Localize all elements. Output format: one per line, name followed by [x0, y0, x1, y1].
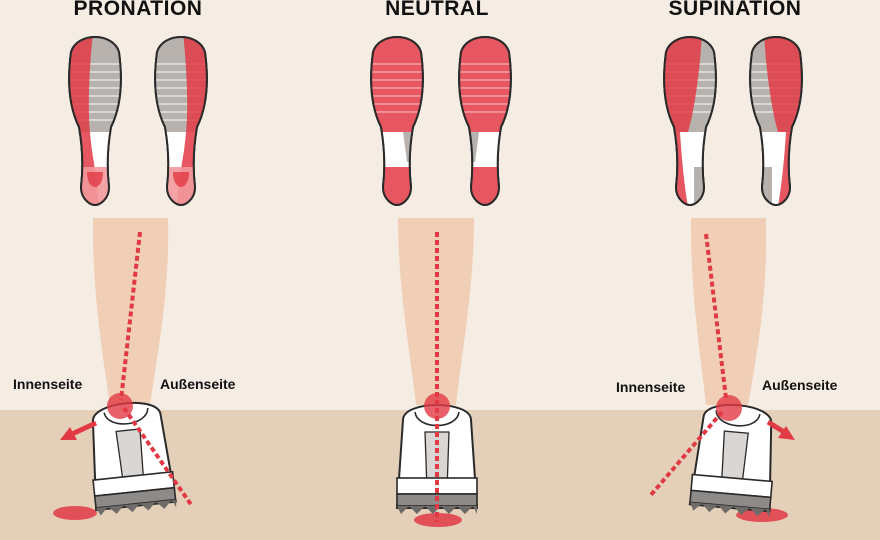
ankle-pressure-spot [107, 393, 133, 419]
label-inner-side-supination: Innenseite [616, 379, 686, 395]
panel-title-neutral: NEUTRAL [385, 0, 489, 20]
ankle-pressure-spot [424, 393, 450, 419]
shoe-rear-view [91, 401, 177, 516]
sole-print-right [154, 36, 208, 207]
heel-axis-line [122, 406, 194, 508]
arrow-inward [60, 420, 98, 440]
leg-axis-line [704, 233, 728, 399]
ground-pressure-spot [53, 506, 97, 520]
heel-axis-line [648, 410, 724, 498]
panel-title-supination: SUPINATION [668, 0, 802, 20]
sole-print-left [663, 36, 717, 207]
ground-pressure-spot [736, 508, 788, 522]
leg [690, 218, 767, 405]
arrow-outward [766, 419, 795, 440]
label-outer-side-supination: Außenseite [762, 377, 838, 393]
label-outer-side-pronation: Außenseite [160, 376, 236, 392]
sole-print-right [458, 36, 512, 207]
sole-print-right [749, 36, 803, 207]
ankle-pressure-spot [716, 395, 742, 421]
label-inner-side-pronation: Innenseite [13, 376, 83, 392]
leg [398, 218, 474, 405]
shoe-rear-view [688, 403, 774, 518]
sole-print-left [68, 36, 122, 207]
sole-print-left [370, 36, 424, 207]
leg-axis-line [119, 231, 142, 401]
panel-title-pronation: PRONATION [73, 0, 203, 20]
